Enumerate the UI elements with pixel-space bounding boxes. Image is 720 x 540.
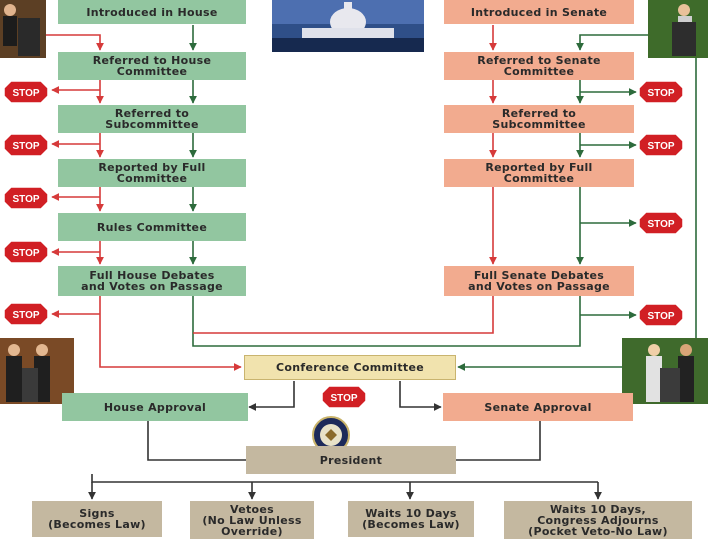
stop-sign-icon: STOP — [639, 81, 683, 103]
house-approval-box: House Approval — [62, 393, 248, 421]
senate-speaker-photo — [648, 0, 708, 58]
house-introduced-box: Introduced in House — [58, 0, 246, 24]
senate-subcommittee-box: Referred to Subcommittee — [444, 105, 634, 133]
svg-text:STOP: STOP — [647, 88, 674, 99]
svg-text:STOP: STOP — [647, 219, 674, 230]
house-debate-box: Full House Debates and Votes on Passage — [58, 266, 246, 296]
senate-committee-box: Referred to Senate Committee — [444, 52, 634, 80]
stop-sign-icon: STOP — [4, 241, 48, 263]
svg-text:STOP: STOP — [12, 310, 39, 321]
outcome-vetoes-box: Vetoes (No Law Unless Override) — [190, 501, 314, 539]
svg-text:STOP: STOP — [12, 141, 39, 152]
stop-sign-icon: STOP — [322, 386, 366, 408]
svg-text:STOP: STOP — [647, 311, 674, 322]
house-speaker-photo — [0, 0, 46, 58]
conference-committee-box: Conference Committee — [244, 355, 456, 380]
senate-green-line — [576, 34, 650, 51]
stop-sign-icon: STOP — [639, 304, 683, 326]
senate-reported-box: Reported by Full Committee — [444, 159, 634, 187]
stop-sign-icon: STOP — [4, 187, 48, 209]
stop-sign-icon: STOP — [4, 134, 48, 156]
senate-leaders-photo — [622, 338, 708, 404]
senate-approval-box: Senate Approval — [443, 393, 633, 421]
stop-sign-icon: STOP — [639, 212, 683, 234]
house-red-line — [40, 34, 104, 51]
svg-text:STOP: STOP — [12, 88, 39, 99]
svg-text:STOP: STOP — [12, 248, 39, 259]
senate-debate-box: Full Senate Debates and Votes on Passage — [444, 266, 634, 296]
house-committee-box: Referred to House Committee — [58, 52, 246, 80]
outcome-signs-box: Signs (Becomes Law) — [32, 501, 162, 537]
stop-sign-icon: STOP — [4, 303, 48, 325]
outcome-waits-box: Waits 10 Days (Becomes Law) — [348, 501, 474, 537]
outcome-pocket-veto-box: Waits 10 Days, Congress Adjourns (Pocket… — [504, 501, 692, 539]
svg-text:STOP: STOP — [647, 141, 674, 152]
house-reported-box: Reported by Full Committee — [58, 159, 246, 187]
stop-sign-icon: STOP — [639, 134, 683, 156]
house-leaders-photo — [0, 338, 74, 404]
senate-introduced-box: Introduced in Senate — [444, 0, 634, 24]
capitol-photo — [272, 0, 424, 52]
house-subcommittee-box: Referred to Subcommittee — [58, 105, 246, 133]
stop-sign-icon: STOP — [4, 81, 48, 103]
house-rules-box: Rules Committee — [58, 213, 246, 241]
svg-text:STOP: STOP — [330, 393, 357, 404]
svg-text:STOP: STOP — [12, 194, 39, 205]
president-box: President — [246, 446, 456, 474]
